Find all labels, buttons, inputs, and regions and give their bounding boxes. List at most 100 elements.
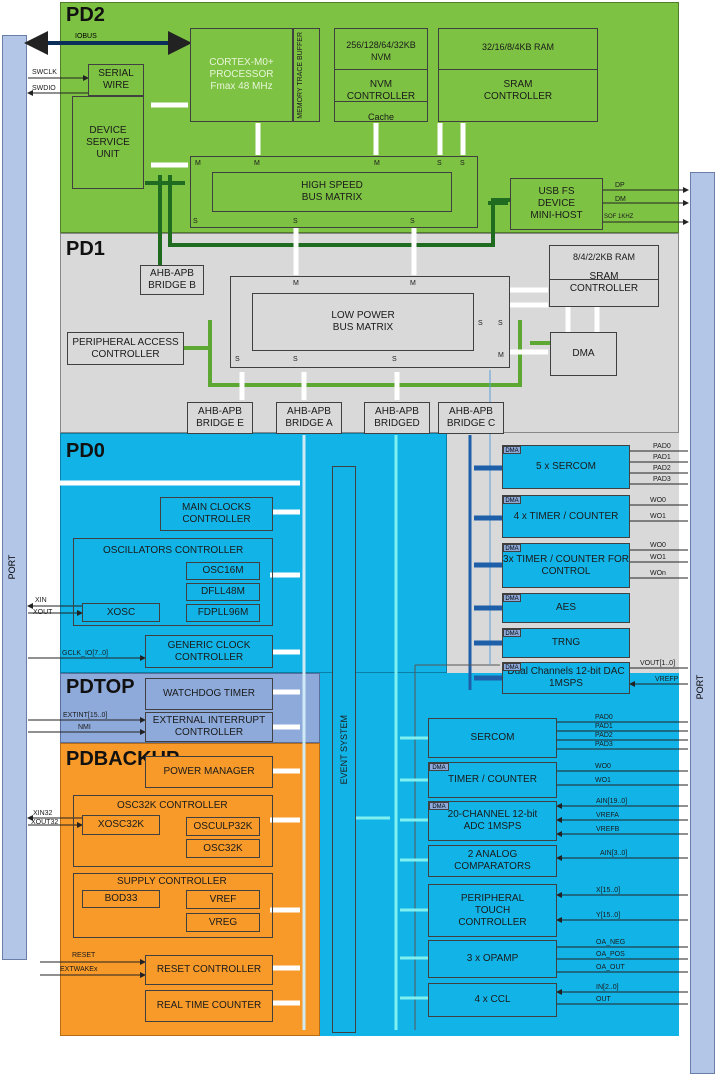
external-interrupt-controller[interactable]: EXTERNAL INTERRUPT CONTROLLER xyxy=(145,712,273,742)
osc16m-block[interactable]: OSC16M xyxy=(186,562,260,580)
nvm-size: 256/128/64/32KB NVM xyxy=(346,40,416,62)
xout-label: XOUT xyxy=(33,609,53,616)
lp-sram-block[interactable]: 8/4/2/2KB RAM SRAM CONTROLLER xyxy=(549,245,659,307)
power-manager[interactable]: POWER MANAGER xyxy=(145,756,273,788)
iobus-label: IOBUS xyxy=(75,33,97,40)
tcc3-block[interactable]: 3x TIMER / COUNTER FOR CONTROL xyxy=(502,543,630,588)
vref-block[interactable]: VREF xyxy=(186,890,260,909)
osc32k-block[interactable]: OSC32K xyxy=(186,839,260,858)
xout32-label: XOUT32 xyxy=(31,819,59,826)
lpbus-port-s5: S xyxy=(392,356,397,363)
hsbus-port-m1: M xyxy=(195,160,201,167)
aes-block[interactable]: AES xyxy=(502,593,630,623)
adc-ain: AIN[19..0] xyxy=(596,798,628,805)
adc-vrefb: VREFB xyxy=(596,826,620,833)
sram-controller: SRAM CONTROLLER xyxy=(483,79,553,102)
hsbus-port-s3: S xyxy=(193,218,198,225)
lp-tc-wo1: WO1 xyxy=(595,777,611,784)
adc-block[interactable]: 20-CHANNEL 12-bit ADC 1MSPS xyxy=(428,801,557,841)
real-time-counter[interactable]: REAL TIME COUNTER xyxy=(145,990,273,1022)
pdbackup-domain xyxy=(60,743,320,1036)
ahb-apb-bridge-e[interactable]: AHB-APB BRIDGE E xyxy=(187,402,253,434)
fdpll96m-block[interactable]: FDPLL96M xyxy=(186,604,260,622)
dma-tag-sercom5: DMA xyxy=(503,446,521,454)
pd1-title: PD1 xyxy=(66,238,105,260)
extwake-label: EXTWAKEx xyxy=(60,966,98,973)
dma-tag-aes: DMA xyxy=(503,594,521,602)
usb-block[interactable]: USB FS DEVICE MINI-HOST xyxy=(510,178,603,230)
lp-sercom-block[interactable]: SERCOM xyxy=(428,718,557,758)
lpbus-port-s2: S xyxy=(498,320,503,327)
mtb-label: MEMORY TRACE BUFFER xyxy=(296,31,304,119)
nvm-divider-2 xyxy=(335,101,427,102)
dac-vrefp: VREFP xyxy=(655,676,679,683)
lp-sercom-pad1: PAD1 xyxy=(595,723,613,730)
sram-block[interactable]: 32/16/8/4KB RAM SRAM CONTROLLER xyxy=(438,28,598,122)
nmi-label: NMI xyxy=(78,724,91,731)
sram-divider xyxy=(439,69,597,70)
usb-line-3: MINI-HOST xyxy=(530,210,583,221)
tc4-block[interactable]: 4 x TIMER / COUNTER xyxy=(502,495,630,538)
lp-sercom-pad3: PAD3 xyxy=(595,741,613,748)
peripheral-access-controller[interactable]: PERIPHERAL ACCESS CONTROLLER xyxy=(67,332,184,365)
generic-clock-controller[interactable]: GENERIC CLOCK CONTROLLER xyxy=(145,635,273,668)
device-service-unit[interactable]: DEVICE SERVICE UNIT xyxy=(72,96,144,189)
ptc-x: X[15..0] xyxy=(596,887,621,894)
lpbus-port-s1: S xyxy=(478,320,483,327)
swclk-label: SWCLK xyxy=(32,69,57,76)
dma-tag-lp-tc: DMA xyxy=(429,763,449,771)
serial-wire-block[interactable]: SERIAL WIRE xyxy=(88,64,144,96)
lp-tc-block[interactable]: TIMER / COUNTER xyxy=(428,762,557,798)
lpbus-port-m1: M xyxy=(293,280,299,287)
nvm-block[interactable]: 256/128/64/32KB NVM NVM CONTROLLER Cache xyxy=(334,28,428,122)
main-clocks-controller[interactable]: MAIN CLOCKS CONTROLLER xyxy=(160,497,273,531)
bod33-block[interactable]: BOD33 xyxy=(82,890,160,908)
ptc-y: Y[15..0] xyxy=(596,912,621,919)
swdio-label: SWDIO xyxy=(32,85,56,92)
ccl-block[interactable]: 4 x CCL xyxy=(428,983,557,1017)
ahb-apb-bridge-d[interactable]: AHB-APB BRIDGED xyxy=(364,402,430,434)
oscillators-controller-group xyxy=(73,538,273,626)
lpbus-port-s3: S xyxy=(235,356,240,363)
nvm-controller: NVM CONTROLLER xyxy=(346,79,416,102)
dma-tag-trng: DMA xyxy=(503,629,521,637)
dma-tag-tc4: DMA xyxy=(503,496,521,504)
opamp-block[interactable]: 3 x OPAMP xyxy=(428,940,557,978)
cortex-line-3: Fmax 48 MHz xyxy=(210,81,273,92)
ahb-apb-bridge-b[interactable]: AHB-APB BRIDGE B xyxy=(140,265,204,295)
xosc32k-block[interactable]: XOSC32K xyxy=(82,815,160,835)
ac-ain: AIN[3..0] xyxy=(600,850,628,857)
opamp-out: OA_OUT xyxy=(596,964,625,971)
dma-tag-dac: DMA xyxy=(503,663,521,671)
hsbus-port-s4: S xyxy=(293,218,298,225)
ahb-apb-bridge-a[interactable]: AHB-APB BRIDGE A xyxy=(276,402,342,434)
hsbus-port-m3: M xyxy=(374,160,380,167)
reset-controller[interactable]: RESET CONTROLLER xyxy=(145,955,273,985)
vreg-block[interactable]: VREG xyxy=(186,913,260,932)
lpbus-port-m3: M xyxy=(498,352,504,359)
lp-sram-controller: SRAM CONTROLLER xyxy=(569,271,639,294)
osculp32k-block[interactable]: OSCULP32K xyxy=(186,817,260,836)
sercom5-block[interactable]: 5 x SERCOM xyxy=(502,445,630,489)
lpbus-port-s4: S xyxy=(293,356,298,363)
dac-vout: VOUT[1..0] xyxy=(640,660,676,667)
usb-sof-label: SOF 1KHZ xyxy=(604,214,634,220)
cortex-processor[interactable]: CORTEX-M0+ PROCESSOR Fmax 48 MHz xyxy=(190,28,293,122)
watchdog-timer[interactable]: WATCHDOG TIMER xyxy=(145,678,273,710)
analog-comparators[interactable]: 2 ANALOG COMPARATORS xyxy=(428,845,557,877)
osc32k-controller-group xyxy=(73,795,273,867)
ram-size: 32/16/8/4KB RAM xyxy=(481,42,555,52)
dfll48m-block[interactable]: DFLL48M xyxy=(186,583,260,601)
ccl-in: IN[2..0] xyxy=(596,984,619,991)
ptc-block[interactable]: PERIPHERAL TOUCH CONTROLLER xyxy=(428,884,557,937)
event-system[interactable]: EVENT SYSTEM xyxy=(332,466,356,1033)
dac-block[interactable]: Dual Channels 12-bit DAC 1MSPS xyxy=(502,662,630,694)
adc-vrefa: VREFA xyxy=(596,812,619,819)
trng-block[interactable]: TRNG xyxy=(502,628,630,658)
memory-trace-buffer[interactable]: MEMORY TRACE BUFFER xyxy=(293,28,320,122)
cortex-line-2: PROCESSOR xyxy=(209,69,274,80)
xosc-block[interactable]: XOSC xyxy=(82,603,160,622)
ahb-apb-bridge-c[interactable]: AHB-APB BRIDGE C xyxy=(438,402,504,434)
dma-block[interactable]: DMA xyxy=(550,332,617,376)
